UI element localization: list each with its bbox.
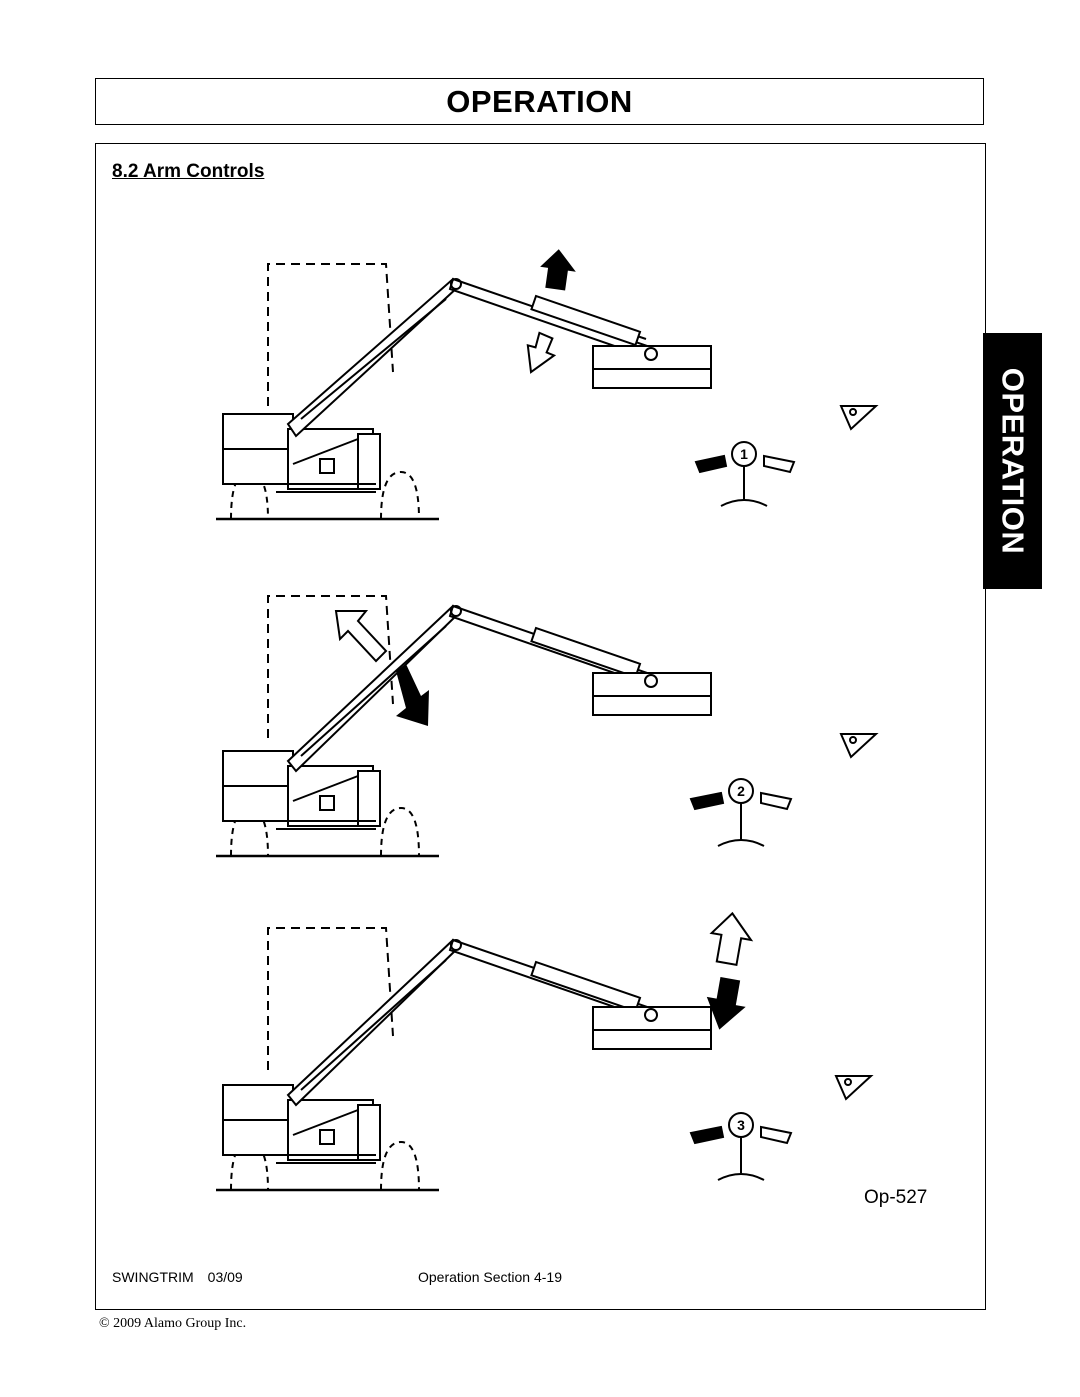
- arrow-down-outline-icon: [526, 331, 557, 374]
- eye-icon: [839, 733, 879, 759]
- arrow-down-solid-icon: [706, 976, 746, 1030]
- arrow-down-right-solid-icon: [396, 664, 429, 726]
- header-box: OPERATION: [95, 78, 984, 125]
- arrow-right-outline-icon: [760, 791, 793, 811]
- tractor-rear-wheel-right: [379, 470, 421, 520]
- arrow-left-solid-icon: [694, 454, 728, 474]
- header-title: OPERATION: [446, 83, 633, 119]
- lever-control-3: [689, 1112, 793, 1181]
- side-tab: OPERATION: [983, 333, 1042, 589]
- arm-diagram-3: 3: [216, 911, 874, 1192]
- side-tab-label: OPERATION: [995, 367, 1031, 555]
- footer-product-name: SWINGTRIM: [112, 1269, 194, 1285]
- boom-lower: [286, 604, 461, 773]
- tractor-rear-wheel-left: [229, 470, 270, 520]
- mower-head: [592, 672, 712, 716]
- lever-number-2: 2: [737, 783, 745, 799]
- copyright: © 2009 Alamo Group Inc.: [99, 1316, 247, 1331]
- eye-icon: [839, 405, 879, 431]
- figure-id: Op-527: [864, 1187, 928, 1208]
- footer-section: Operation Section 4-19: [418, 1269, 562, 1285]
- arrow-up-left-outline-icon: [334, 610, 388, 663]
- arrow-left-solid-icon: [689, 791, 725, 811]
- boom-lower: [286, 277, 461, 438]
- arrow-right-outline-icon: [760, 1125, 793, 1145]
- footer-product: SWINGTRIM 03/09: [112, 1269, 243, 1285]
- arm-diagram-2: 2: [216, 595, 879, 858]
- arrow-up-outline-icon: [709, 911, 754, 967]
- arrow-left-solid-icon: [689, 1125, 725, 1145]
- main-content-box: 8.2 Arm Controls: [95, 143, 986, 1310]
- footer-date: 03/09: [207, 1269, 243, 1285]
- tractor-rear-wheel-right: [379, 1140, 421, 1191]
- lever-number-1: 1: [740, 446, 748, 462]
- eye-icon: [834, 1075, 874, 1101]
- lever-control-1: [694, 441, 796, 507]
- boom-lower: [286, 938, 461, 1107]
- tractor-rear-wheel-right: [379, 806, 421, 857]
- arrow-right-outline-icon: [763, 454, 796, 474]
- lever-control-2: [689, 778, 793, 847]
- lever-number-3: 3: [737, 1117, 745, 1133]
- arm-diagram-1: 1: [216, 249, 879, 521]
- section-title: 8.2 Arm Controls: [112, 161, 265, 182]
- mower-head: [592, 1006, 712, 1050]
- arrow-up-solid-icon: [540, 249, 576, 291]
- mower-head: [592, 345, 712, 389]
